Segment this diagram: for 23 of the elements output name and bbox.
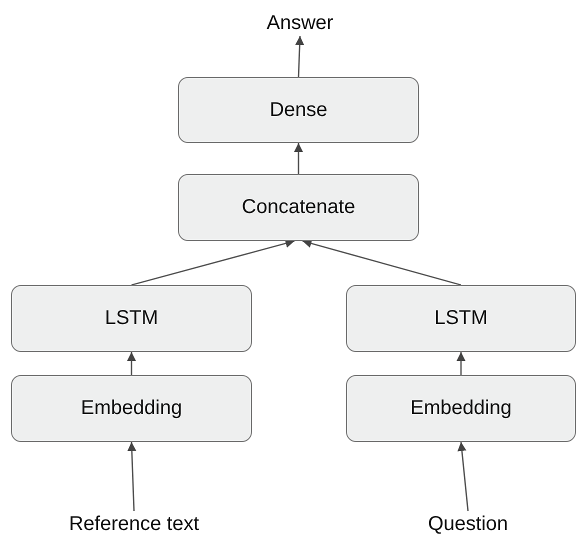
arrow (457, 442, 469, 512)
layer-box (11, 375, 252, 442)
layer-box (178, 174, 419, 241)
arrow (294, 143, 303, 174)
io-label: Question (420, 511, 516, 535)
layer-name: Embedding (410, 397, 512, 420)
layer-name: LSTM (104, 307, 158, 330)
layer-box (178, 77, 419, 143)
layer-name: Concatenate (242, 196, 356, 219)
arrow (456, 352, 466, 375)
arrow (131, 239, 295, 286)
io-label: Answer (262, 10, 338, 36)
arrow (302, 239, 462, 286)
layer-box (11, 285, 252, 352)
layer-name: Dense (270, 98, 328, 122)
arrow (127, 352, 136, 375)
layer-box (346, 375, 576, 442)
layer-name: LSTM (434, 307, 488, 330)
io-label: Reference text (64, 511, 204, 535)
layer-name: Embedding (80, 397, 182, 420)
arrow (295, 36, 304, 78)
layer-box (346, 285, 576, 352)
arrow (127, 442, 136, 512)
